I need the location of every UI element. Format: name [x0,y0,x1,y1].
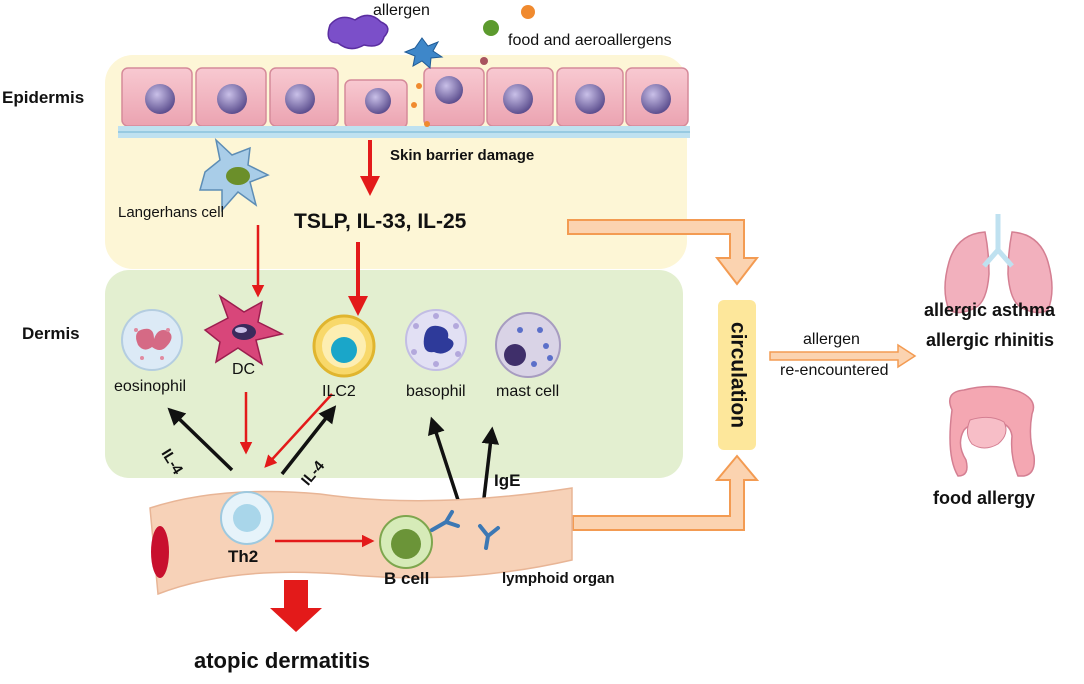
skin-cell-layer [118,67,690,138]
cytokines-label: TSLP, IL-33, IL-25 [294,210,467,233]
ige-label: IgE [494,471,521,490]
eosinophil-icon [121,309,183,371]
ilc2-label: ILC2 [322,383,356,400]
allergen-icon [327,14,389,50]
antibody-icon [430,510,500,550]
food-allergy-label: food allergy [933,488,1036,508]
basophil-label: basophil [406,383,466,400]
dendritic-cell-icon [203,294,285,366]
food-allergen-icon [411,102,417,108]
food-aeroallergens-label: food and aeroallergens [508,32,672,49]
th2-label: Th2 [228,547,259,566]
lungs-icon [944,214,1053,314]
th2-to-ilc2-arrow [280,405,337,476]
epidermis-to-circulation-arrow-shape [567,219,760,286]
lymphoid-organ-label: lymphoid organ [502,570,615,587]
food-allergen-icon [483,20,499,36]
eosinophil-label: eosinophil [114,378,187,395]
atopic-dermatitis-arrow [270,580,322,632]
atopic-dermatitis-label: atopic dermatitis [194,648,371,673]
mast-cell-label: mast cell [496,383,560,400]
langerhans-cell-icon [199,137,270,212]
ilc2-icon [312,314,376,378]
b-cell-label: B cell [384,569,430,588]
vessel-opening [151,526,169,578]
dc-label: DC [232,361,256,378]
circulation-box [718,300,756,450]
allergen-reencountered-label-2: re-encountered [780,362,889,379]
dermis-label: Dermis [22,324,80,343]
bcell-to-basophil-arrow [428,416,460,501]
allergic-asthma-label: allergic asthma [924,300,1056,320]
aeroallergen-icon [403,37,444,70]
allergen-label: allergen [373,2,430,19]
food-allergen-icon [521,5,535,19]
food-allergen-icon [416,83,422,89]
th2-cell-icon [220,491,274,545]
allergen-reencountered-label-1: allergen [803,331,860,348]
allergic-rhinitis-label: allergic rhinitis [926,330,1055,350]
ige-to-mastcell-arrow [481,426,500,499]
mast-cell-icon [495,312,561,378]
dermis-panel [105,270,683,478]
skin-barrier-damage-label: Skin barrier damage [390,147,535,164]
circulation-label: circulation [726,322,749,428]
th2-to-eosinophil-arrow [167,407,234,472]
langerhans-cell-label: Langerhans cell [118,204,224,221]
basophil-icon [405,309,467,371]
intestine-icon [949,385,1036,477]
lymphoid-to-circulation-arrow-shape [572,454,760,531]
b-cell-icon [379,515,433,569]
allergen-reencounter-arrow [769,343,917,369]
epidermis-label: Epidermis [2,88,85,107]
food-allergen-icon [424,121,430,127]
food-allergen-icon [480,57,488,65]
